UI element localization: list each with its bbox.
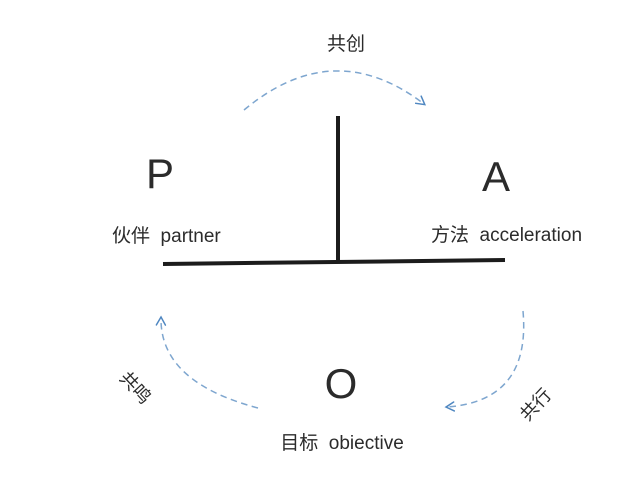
node-label-acceleration: 方法 acceleration xyxy=(431,225,583,246)
node-letter-a: A xyxy=(481,153,511,200)
node-label-objective: 目标 obiective xyxy=(280,433,404,454)
resonance-arrow-icon xyxy=(155,315,259,409)
cocreate-arrow-icon xyxy=(243,70,427,111)
cycle-label-top: 共创 xyxy=(326,34,366,55)
t-divider-horizontal-line xyxy=(162,258,506,266)
node-letter-o: O xyxy=(324,360,358,407)
node-label-partner: 伙伴 partner xyxy=(112,226,221,247)
node-letter-p: P xyxy=(145,150,175,197)
coact-arrow-icon xyxy=(444,310,525,412)
